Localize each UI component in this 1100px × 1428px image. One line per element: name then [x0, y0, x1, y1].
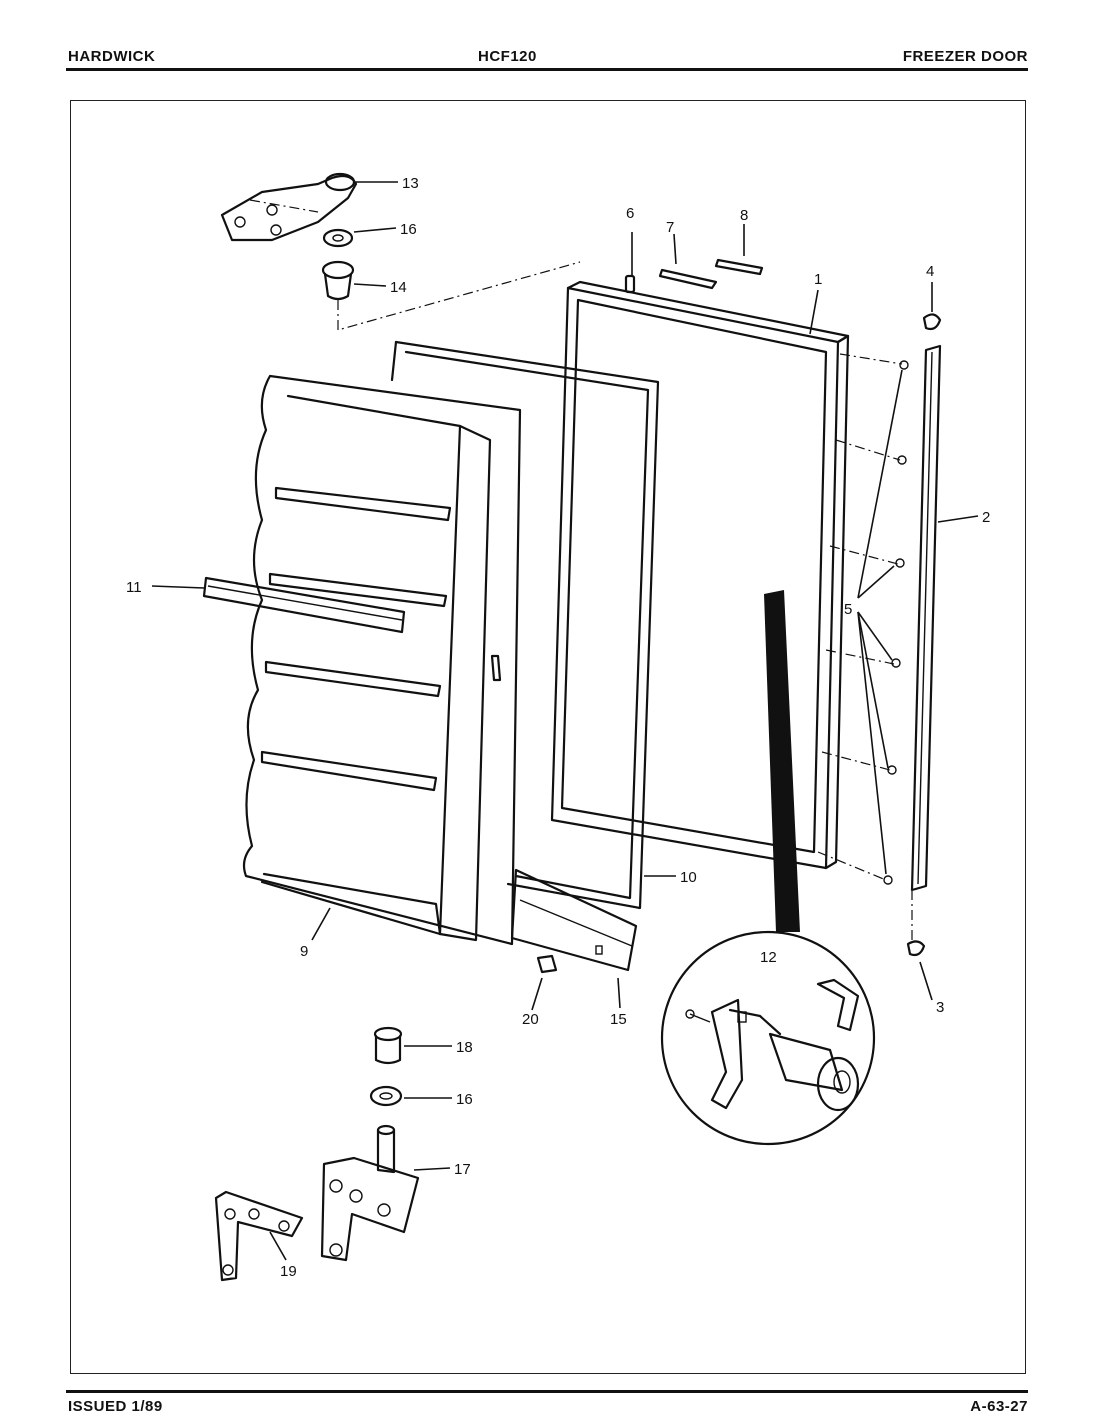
callout-4: 4: [926, 263, 934, 280]
bottom-washer-part: [369, 1085, 403, 1107]
outer-door-panel-part: [550, 280, 850, 870]
side-trim-strip-part: [910, 344, 942, 892]
door-clip-part: [536, 954, 558, 974]
leader-lines: [151, 181, 979, 1261]
trim-bottom-clip-part: [906, 940, 926, 957]
callout-15: 15: [610, 1011, 627, 1028]
shelf-bar-part: [202, 576, 406, 634]
footer-issued: ISSUED 1/89: [68, 1398, 163, 1415]
bottom-hinge-bracket-part: [320, 1124, 420, 1262]
header-section-title: FREEZER DOOR: [902, 48, 1028, 65]
callout-9: 9: [300, 943, 308, 960]
screws-part: [817, 353, 909, 885]
lock-detail-part: [660, 590, 876, 1146]
callout-12: 12: [760, 949, 777, 966]
footer-page-code: A-63-27: [970, 1398, 1028, 1415]
bracket-plate-part: [214, 1190, 304, 1282]
callout-16-top: 16: [400, 221, 417, 238]
callout-1: 1: [814, 271, 822, 288]
bottom-trim-part: [510, 868, 638, 972]
callout-7: 7: [666, 219, 674, 236]
callout-19: 19: [280, 1263, 297, 1280]
callout-13: 13: [402, 175, 419, 192]
trim-top-clip-part: [922, 313, 942, 331]
callout-17: 17: [454, 1161, 471, 1178]
header-model: HCF120: [478, 48, 537, 65]
diagram-frame: [70, 100, 1026, 1374]
short-strip-part: [714, 258, 764, 276]
footer-rule: [66, 1390, 1028, 1393]
inner-door-liner-part: [242, 374, 522, 946]
pivot-pin-part: [624, 274, 636, 294]
callout-10: 10: [680, 869, 697, 886]
callout-3: 3: [936, 999, 944, 1016]
callout-18: 18: [456, 1039, 473, 1056]
callout-14: 14: [390, 279, 407, 296]
top-hinge-plate-part: [220, 172, 358, 242]
bushing-part: [321, 260, 355, 301]
callout-2: 2: [982, 509, 990, 526]
header-brand: HARDWICK: [68, 48, 156, 65]
top-strip-part: [658, 268, 718, 290]
door-gasket-part: [390, 340, 660, 910]
header-rule: [66, 68, 1028, 71]
callout-6: 6: [626, 205, 634, 222]
callout-20: 20: [522, 1011, 539, 1028]
callout-16-bottom: 16: [456, 1091, 473, 1108]
top-washer-part: [322, 228, 354, 248]
hinge-axis-line: [337, 261, 581, 331]
bottom-hinge-pin-part: [373, 1026, 403, 1065]
callout-5: 5: [844, 601, 852, 618]
callout-8: 8: [740, 207, 748, 224]
callout-11: 11: [126, 579, 142, 596]
